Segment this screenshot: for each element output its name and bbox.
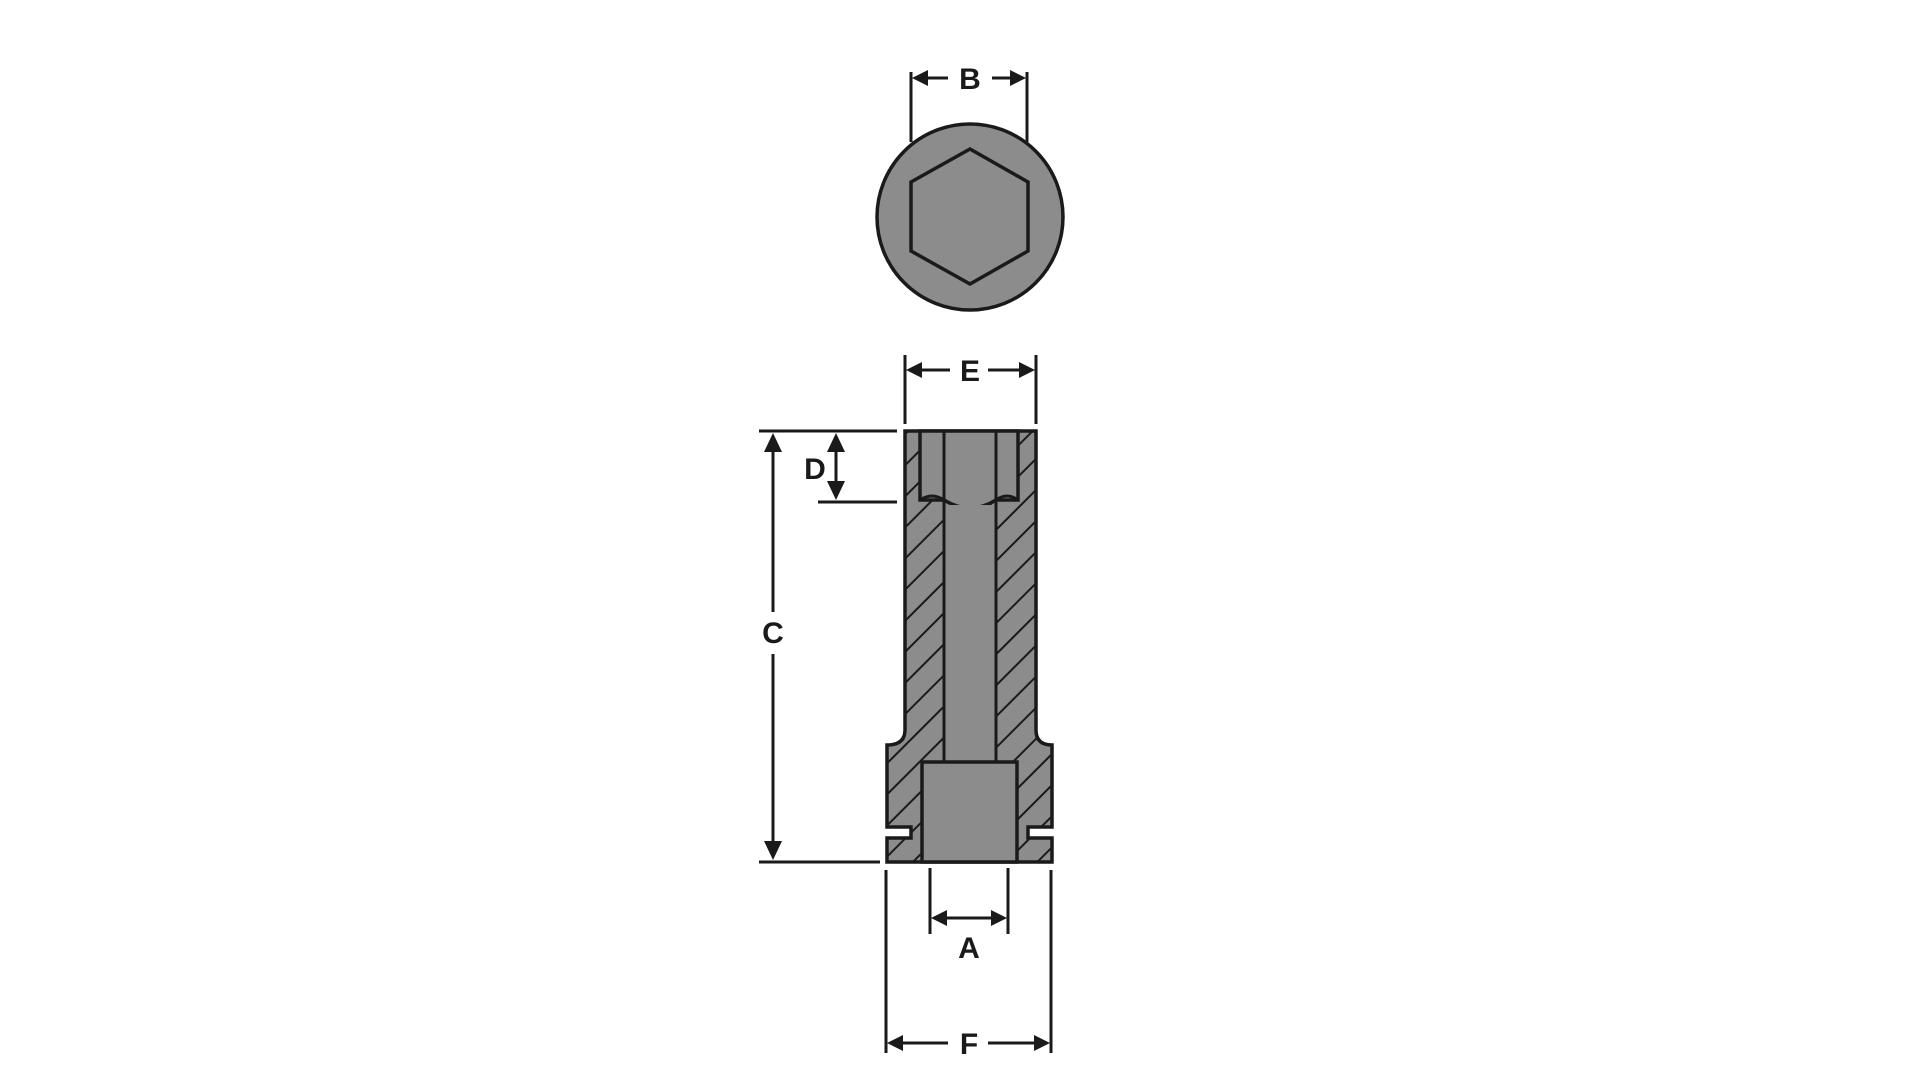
label-b: B — [959, 63, 981, 96]
section-view: E C D A — [759, 355, 1054, 1061]
through-bore — [944, 505, 996, 763]
label-a: A — [958, 932, 980, 965]
dimension-f: F — [884, 870, 1053, 1061]
label-f: F — [960, 1028, 978, 1061]
dimension-d: D — [804, 433, 897, 504]
end-view: B — [875, 63, 1065, 312]
square-drive-bore — [920, 760, 1019, 864]
dimension-e: E — [903, 355, 1038, 424]
label-c: C — [762, 617, 784, 650]
label-d: D — [804, 453, 826, 486]
dimension-a: A — [928, 868, 1010, 965]
hex-opening — [909, 146, 1030, 287]
label-e: E — [960, 355, 980, 388]
dimension-b: B — [909, 63, 1029, 142]
dimension-c: C — [759, 429, 897, 864]
